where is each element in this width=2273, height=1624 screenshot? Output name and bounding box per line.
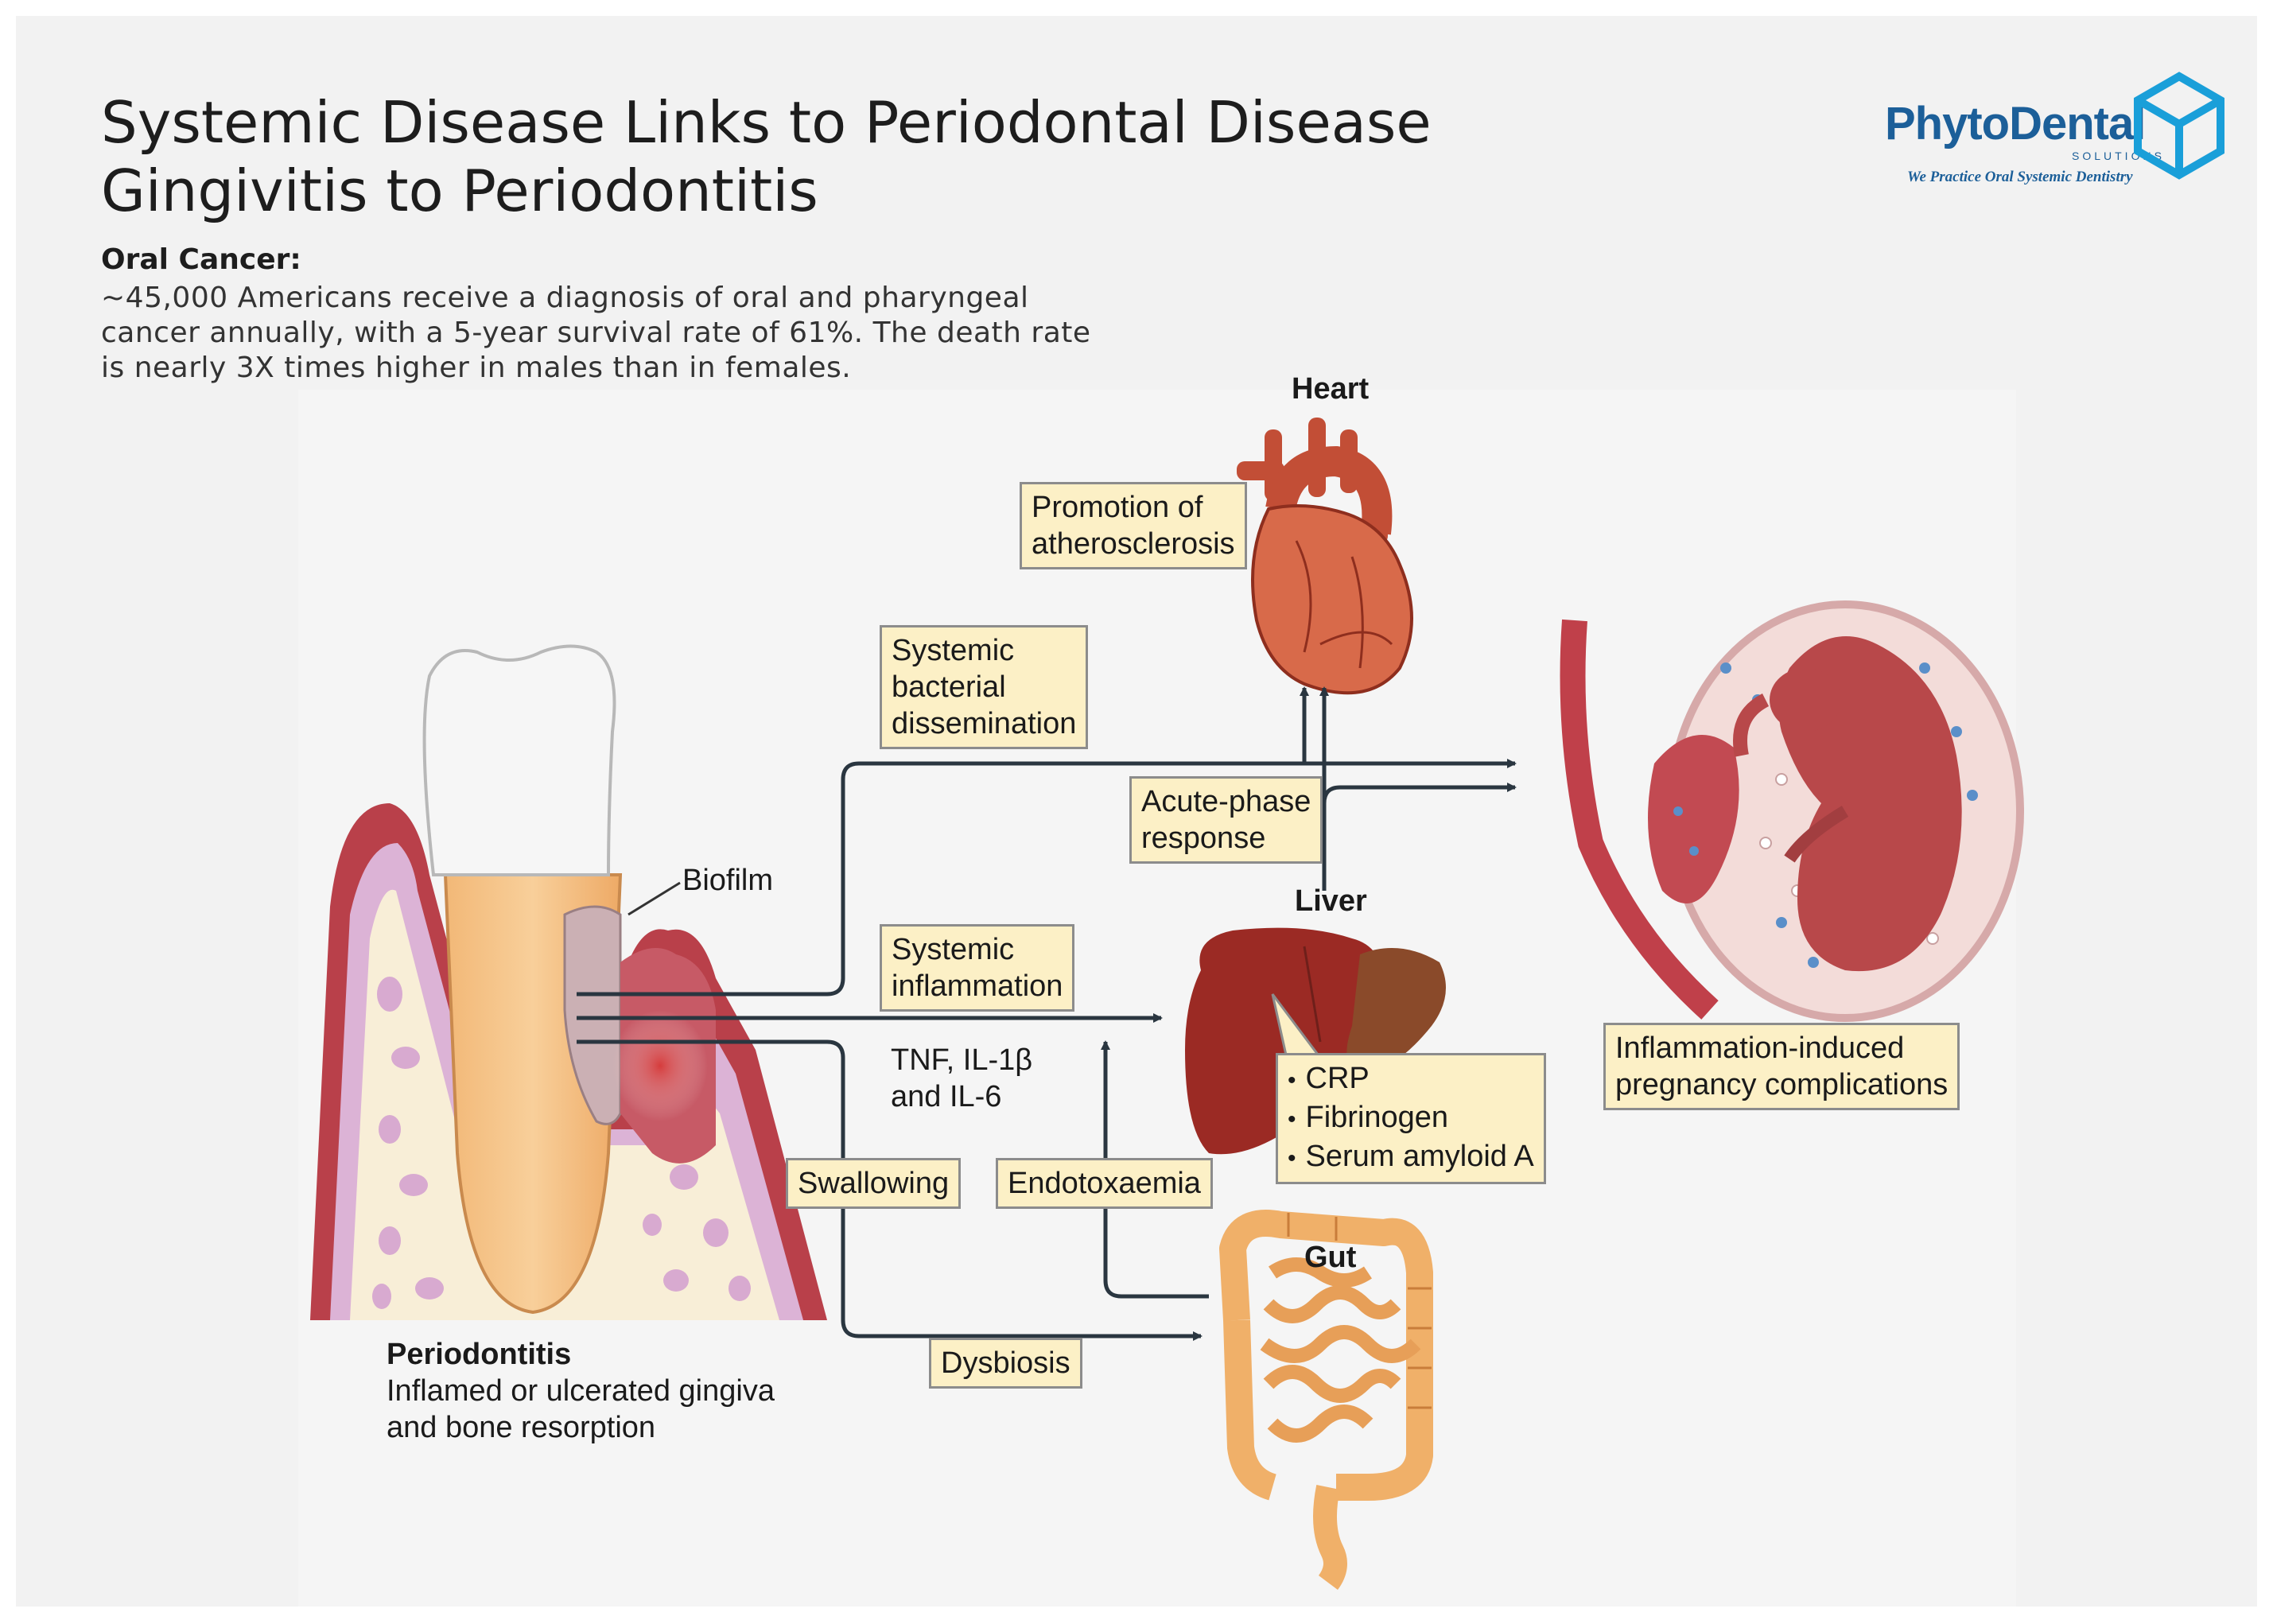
label-line: bacterial <box>892 670 1006 704</box>
diagram-canvas <box>298 390 2024 1607</box>
label-liver-products: CRP Fibrinogen Serum amyloid A <box>1276 1053 1546 1184</box>
label-line: Promotion of <box>1032 491 1203 524</box>
label-systemic-inflammation: Systemic inflammation <box>880 924 1075 1012</box>
label-line: Acute-phase <box>1141 785 1311 818</box>
label-pregnancy-complications: Inflammation-induced pregnancy complicat… <box>1603 1023 1960 1110</box>
label-line: atherosclerosis <box>1032 527 1235 561</box>
label-line: dissemination <box>892 707 1077 740</box>
label-bullet: Serum amyloid A <box>1288 1138 1534 1177</box>
heart-title: Heart <box>1292 372 1370 406</box>
tooth-crown <box>422 644 616 876</box>
caption-line: Inflamed or ulcerated gingiva <box>387 1374 775 1408</box>
label-endotoxaemia: Endotoxaemia <box>996 1158 1213 1209</box>
caption-title: Periodontitis <box>387 1338 572 1371</box>
biofilm <box>563 905 622 1125</box>
phytodental-logo: PhytoDental SOLUTIONS We Practice Oral S… <box>1861 56 2227 191</box>
pregnancy-illustration <box>1560 600 2024 1022</box>
label-line: response <box>1141 822 1266 855</box>
liver-title: Liver <box>1295 884 1367 918</box>
arrow-endotoxaemia <box>1101 1040 1209 1299</box>
label-cytokines: TNF, IL-1β and IL-6 <box>891 1042 1032 1115</box>
caption-line: and bone resorption <box>387 1411 656 1444</box>
label-atherosclerosis: Promotion of atherosclerosis <box>1020 482 1247 569</box>
logo-name: PhytoDental <box>1885 98 2146 150</box>
label-line: Inflammation-induced <box>1615 1032 1905 1065</box>
biofilm-label: Biofilm <box>682 864 774 897</box>
oral-cancer-text-line: ~45,000 Americans receive a diagnosis of… <box>101 282 1029 314</box>
label-dysbiosis: Dysbiosis <box>929 1338 1082 1389</box>
bone-inner <box>350 889 779 1320</box>
label-swallowing: Swallowing <box>786 1158 962 1209</box>
gut-illustration <box>1219 1210 1433 1590</box>
arrow-acute-phase-uterus <box>1322 783 1517 804</box>
tooth-illustration <box>310 644 827 1320</box>
label-bullet: CRP <box>1288 1060 1534 1099</box>
periodontitis-caption: Periodontitis Inflamed or ulcerated ging… <box>387 1336 775 1446</box>
inflammation-site <box>612 1010 708 1121</box>
logo-tagline: We Practice Oral Systemic Dentistry <box>1907 169 2133 185</box>
label-line: and IL-6 <box>891 1080 1002 1113</box>
logo-tooth-icon <box>2134 72 2224 180</box>
page-background: Systemic Disease Links to Periodontal Di… <box>16 16 2257 1607</box>
label-line: Systemic <box>892 933 1015 966</box>
label-bullet: Fibrinogen <box>1288 1099 1534 1138</box>
page-title: Systemic Disease Links to Periodontal Di… <box>101 89 1432 156</box>
label-line: pregnancy complications <box>1615 1068 1949 1101</box>
heart-illustration <box>1237 418 1413 695</box>
label-line: Systemic <box>892 634 1015 667</box>
oral-cancer-heading: Oral Cancer: <box>101 243 301 276</box>
oral-cancer-text-line: cancer annually, with a 5-year survival … <box>101 317 1091 349</box>
label-line: TNF, IL-1β <box>891 1043 1033 1077</box>
gut-title: Gut <box>1304 1241 1357 1274</box>
arrow-bacterial-dissemination <box>577 759 1517 997</box>
label-acute-phase: Acute-phase response <box>1129 776 1323 864</box>
label-bacterial-dissemination: Systemic bacterial dissemination <box>880 625 1089 749</box>
page-subtitle: Gingivitis to Periodontitis <box>101 157 818 224</box>
oral-cancer-text-line: is nearly 3X times higher in males than … <box>101 352 852 384</box>
label-line: inflammation <box>892 969 1063 1003</box>
